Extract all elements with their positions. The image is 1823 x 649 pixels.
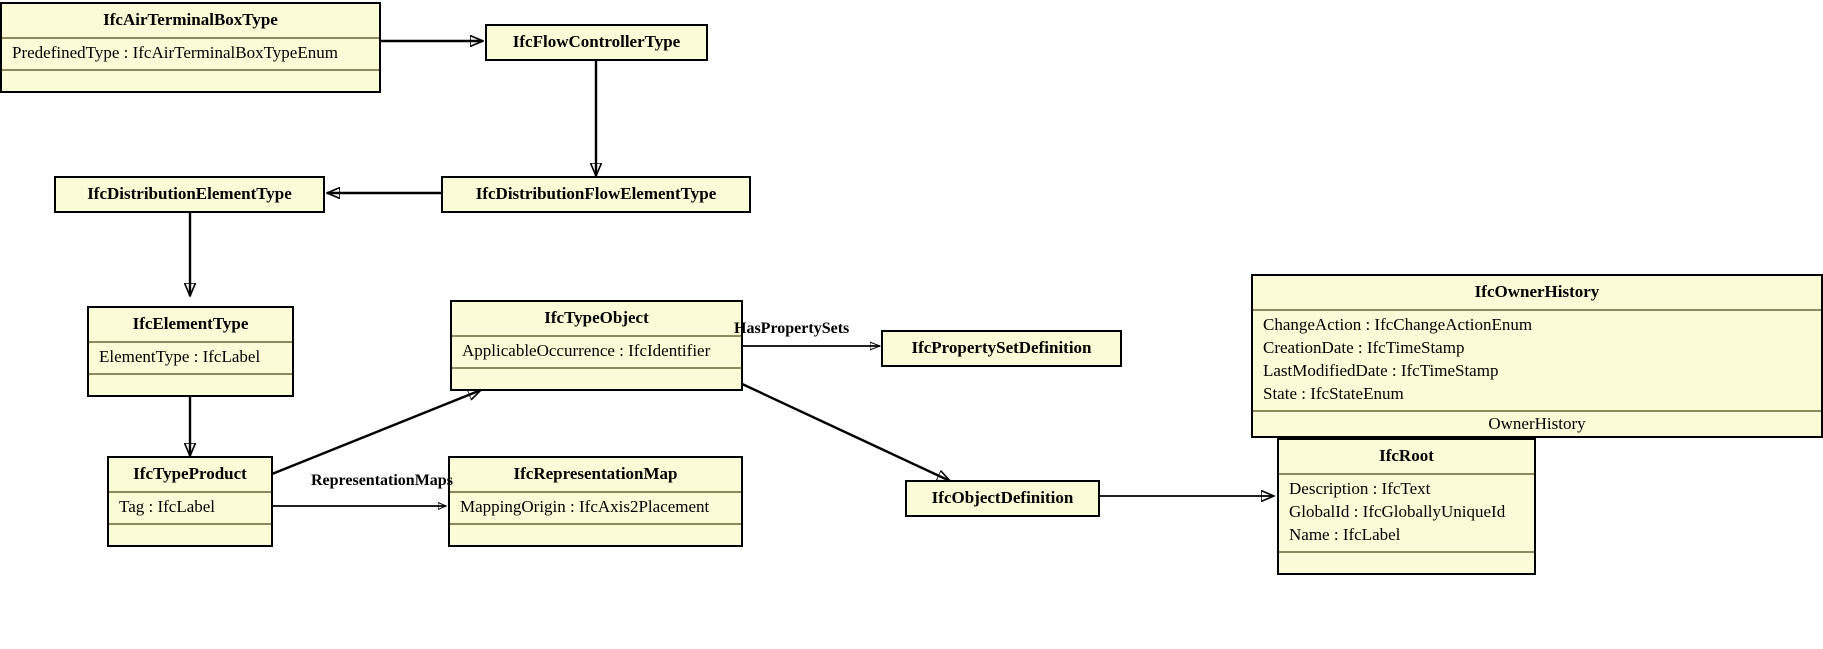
class-title: IfcFlowControllerType <box>512 32 681 51</box>
attribute-compartment: ElementType : IfcLabel <box>89 343 292 373</box>
attribute-compartment: PredefinedType : IfcAirTerminalBoxTypeEn… <box>2 39 379 69</box>
class-title: IfcAirTerminalBoxType <box>103 10 278 29</box>
compartment-separator <box>1279 473 1534 476</box>
attribute-row: ApplicableOccurrence : IfcIdentifier <box>462 341 711 361</box>
attribute-row: ChangeAction : IfcChangeActionEnum <box>1263 315 1533 335</box>
compartment-separator <box>1279 551 1534 554</box>
class-ifcflowcontrollertype[interactable]: IfcFlowControllerType <box>485 24 708 62</box>
attribute-row: State : IfcStateEnum <box>1263 384 1404 404</box>
compartment-separator <box>2 69 379 72</box>
compartment-separator <box>452 367 741 370</box>
class-title: IfcTypeProduct <box>133 464 247 483</box>
attribute-compartment: Description : IfcText GlobalId : IfcGlob… <box>1279 475 1534 551</box>
attribute-compartment: ApplicableOccurrence : IfcIdentifier <box>452 337 741 367</box>
compartment-separator <box>89 373 292 376</box>
class-ifctypeproduct[interactable]: IfcTypeProduct Tag : IfcLabel <box>107 456 273 548</box>
class-ifcpropertysetdefinition[interactable]: IfcPropertySetDefinition <box>881 330 1122 368</box>
class-ifcairterminalboxtype[interactable]: IfcAirTerminalBoxType PredefinedType : I… <box>0 2 381 94</box>
compartment-separator <box>450 523 741 526</box>
class-title: IfcDistributionElementType <box>87 184 292 203</box>
attribute-row: GlobalId : IfcGloballyUniqueId <box>1289 502 1506 522</box>
class-ifctypeobject[interactable]: IfcTypeObject ApplicableOccurrence : Ifc… <box>450 300 743 392</box>
attribute-row: MappingOrigin : IfcAxis2Placement <box>460 497 710 517</box>
attribute-compartment: MappingOrigin : IfcAxis2Placement <box>450 493 741 523</box>
operation-compartment <box>452 369 741 389</box>
edge-typeobject-to-objectdefinition <box>739 381 950 483</box>
class-title: IfcRoot <box>1379 446 1434 465</box>
edge-label-representation-maps: RepresentationMaps <box>311 472 453 489</box>
class-title: IfcRepresentationMap <box>513 464 678 483</box>
operation-compartment <box>89 375 292 395</box>
operation-compartment <box>2 71 379 91</box>
attribute-row: Description : IfcText <box>1289 479 1431 499</box>
attribute-row: Name : IfcLabel <box>1289 525 1401 545</box>
class-ifcrepresentationmap[interactable]: IfcRepresentationMap MappingOrigin : Ifc… <box>448 456 743 548</box>
edge-label-has-property-sets: HasPropertySets <box>734 320 850 337</box>
operation-compartment <box>450 525 741 545</box>
class-title: IfcObjectDefinition <box>931 488 1074 507</box>
compartment-separator <box>2 37 379 40</box>
class-title: IfcElementType <box>132 314 249 333</box>
attribute-compartment: Tag : IfcLabel <box>109 493 271 523</box>
operation-compartment: OwnerHistory <box>1488 414 1586 434</box>
attribute-row: Tag : IfcLabel <box>119 497 216 517</box>
attribute-row: PredefinedType : IfcAirTerminalBoxTypeEn… <box>12 43 338 63</box>
compartment-separator <box>109 523 271 526</box>
compartment-separator <box>452 335 741 338</box>
operation-compartment <box>109 525 271 545</box>
class-ifcdistributionflowelementtype[interactable]: IfcDistributionFlowElementType <box>441 176 751 214</box>
attribute-compartment: ChangeAction : IfcChangeActionEnum Creat… <box>1253 311 1821 410</box>
class-ifcobjectdefinition[interactable]: IfcObjectDefinition <box>905 480 1100 518</box>
compartment-separator <box>1253 410 1821 413</box>
attribute-row: ElementType : IfcLabel <box>99 347 261 367</box>
class-ifcroot[interactable]: IfcRoot Description : IfcText GlobalId :… <box>1277 438 1536 576</box>
class-title: IfcDistributionFlowElementType <box>475 184 717 203</box>
attribute-row: LastModifiedDate : IfcTimeStamp <box>1263 361 1499 381</box>
class-title: IfcOwnerHistory <box>1474 282 1600 301</box>
operation-compartment <box>1279 553 1534 573</box>
class-title: IfcTypeObject <box>544 308 649 327</box>
class-ifcdistributionelementtype[interactable]: IfcDistributionElementType <box>54 176 325 214</box>
class-ifcelementtype[interactable]: IfcElementType ElementType : IfcLabel <box>87 306 294 398</box>
compartment-separator <box>109 491 271 494</box>
compartment-separator <box>1253 309 1821 312</box>
class-title: IfcPropertySetDefinition <box>911 338 1092 357</box>
class-ifcownerhistory[interactable]: IfcOwnerHistory ChangeAction : IfcChange… <box>1251 274 1823 439</box>
attribute-row: CreationDate : IfcTimeStamp <box>1263 338 1465 358</box>
compartment-separator <box>89 341 292 344</box>
compartment-separator <box>450 491 741 494</box>
